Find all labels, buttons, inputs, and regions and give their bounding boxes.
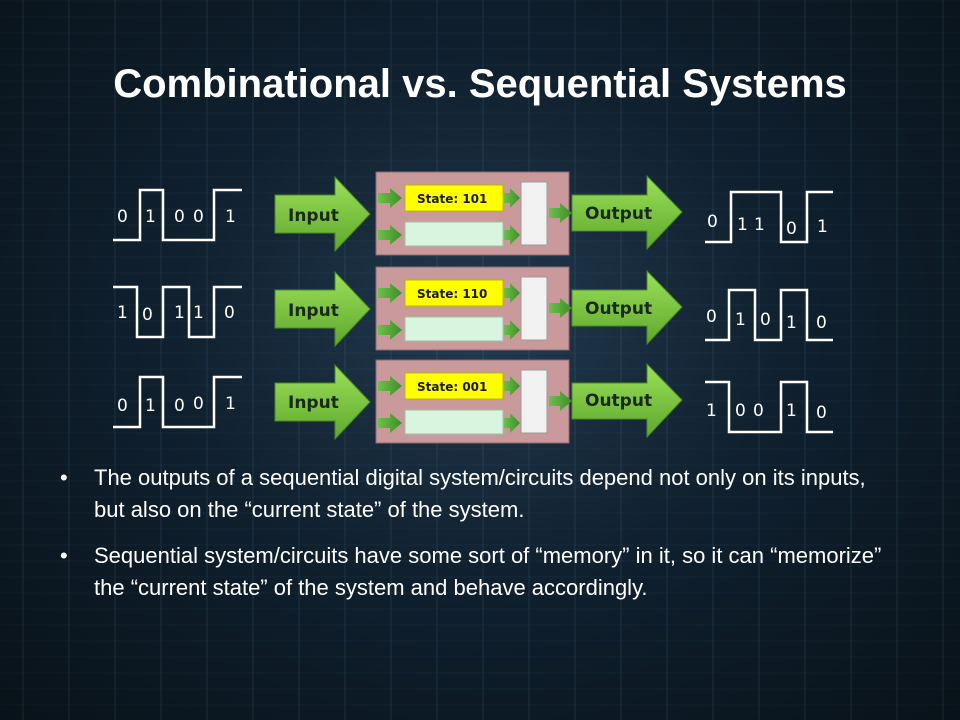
output-label: Output [585, 391, 652, 411]
output-bit: 1 [706, 401, 717, 421]
combinational-box [404, 221, 504, 247]
mini-arrow [549, 391, 572, 411]
row-1: 0 1 0 0 1 Input State: 101 Output 0 1 1 … [113, 171, 833, 256]
output-waveform [705, 288, 833, 342]
output-bit: 0 [760, 310, 771, 330]
input-label: Input [288, 393, 339, 413]
mini-arrow [549, 298, 572, 318]
input-waveform [113, 375, 242, 429]
input-bit: 0 [174, 207, 185, 227]
row-2: 1 0 1 1 0 Input State: 110 Output 0 1 0 … [113, 266, 833, 351]
state-box [404, 279, 504, 307]
output-bit: 1 [735, 310, 746, 330]
state-box [404, 372, 504, 400]
output-bit: 0 [706, 307, 717, 327]
output-bit: 0 [735, 401, 746, 421]
mini-arrow [378, 283, 402, 303]
input-bit: 0 [174, 396, 185, 416]
bullet-list: • The outputs of a sequential digital sy… [60, 462, 900, 618]
output-bit: 1 [817, 217, 828, 237]
input-arrow [274, 270, 371, 348]
mini-arrow [504, 376, 520, 396]
input-label: Input [288, 301, 339, 321]
bullet-item: • The outputs of a sequential digital sy… [60, 462, 900, 526]
mini-arrow [504, 320, 520, 340]
input-label: Input [288, 206, 339, 226]
output-waveform [705, 380, 833, 434]
input-bit: 1 [117, 303, 128, 323]
logic-gate [520, 369, 548, 434]
combinational-box [404, 409, 504, 435]
bullet-text: The outputs of a sequential digital syst… [94, 465, 866, 522]
row-3: 0 1 0 0 1 Input State: 001 Output 1 0 0 … [113, 359, 833, 444]
input-waveform [113, 188, 242, 242]
output-bit: 0 [816, 403, 827, 423]
input-waveform [113, 285, 242, 339]
mini-arrow [378, 413, 402, 433]
state-label: State: 101 [417, 192, 487, 206]
input-bit: 0 [193, 394, 204, 414]
state-label: State: 110 [417, 287, 487, 301]
mini-arrow [378, 188, 402, 208]
input-bit: 0 [117, 396, 128, 416]
input-arrow [274, 363, 371, 441]
mini-arrow [504, 283, 520, 303]
sequential-diagram: 0 1 0 0 1 Input State: 101 Output 0 1 1 … [113, 171, 833, 444]
input-bit: 1 [145, 207, 156, 227]
output-bit: 0 [707, 212, 718, 232]
output-bit: 1 [786, 401, 797, 421]
input-bit: 0 [142, 305, 153, 325]
output-bit: 1 [754, 215, 765, 235]
bullet-dot-icon: • [60, 465, 68, 490]
input-bit: 0 [224, 303, 235, 323]
input-bit: 0 [193, 207, 204, 227]
input-bit: 0 [117, 207, 128, 227]
input-arrow [274, 175, 371, 253]
logic-gate [520, 181, 548, 246]
combinational-box [404, 316, 504, 342]
output-waveform [705, 190, 833, 244]
output-bit: 0 [786, 219, 797, 239]
state-label: State: 001 [417, 380, 487, 394]
output-bit: 1 [737, 215, 748, 235]
output-bit: 1 [786, 313, 797, 333]
mini-arrow [504, 225, 520, 245]
mini-arrow [378, 225, 402, 245]
output-bit: 0 [753, 401, 764, 421]
mini-arrow [378, 320, 402, 340]
slide-title: Combinational vs. Sequential Systems [113, 62, 847, 106]
mini-arrow [378, 376, 402, 396]
mini-arrow [549, 203, 572, 223]
bullet-text: Sequential system/circuits have some sor… [94, 543, 882, 600]
output-label: Output [585, 299, 652, 319]
bullet-dot-icon: • [60, 543, 68, 568]
input-bit: 1 [145, 396, 156, 416]
input-bit: 1 [174, 303, 185, 323]
mini-arrow [504, 413, 520, 433]
logic-gate [520, 276, 548, 341]
state-box [404, 184, 504, 212]
output-bit: 0 [816, 313, 827, 333]
output-arrow [571, 362, 683, 439]
bullet-item: • Sequential system/circuits have some s… [60, 540, 900, 604]
mini-arrow [504, 188, 520, 208]
input-bit: 1 [225, 207, 236, 227]
output-arrow [571, 174, 683, 251]
input-bit: 1 [225, 394, 236, 414]
output-label: Output [585, 204, 652, 224]
input-bit: 1 [193, 303, 204, 323]
output-arrow [571, 269, 683, 346]
